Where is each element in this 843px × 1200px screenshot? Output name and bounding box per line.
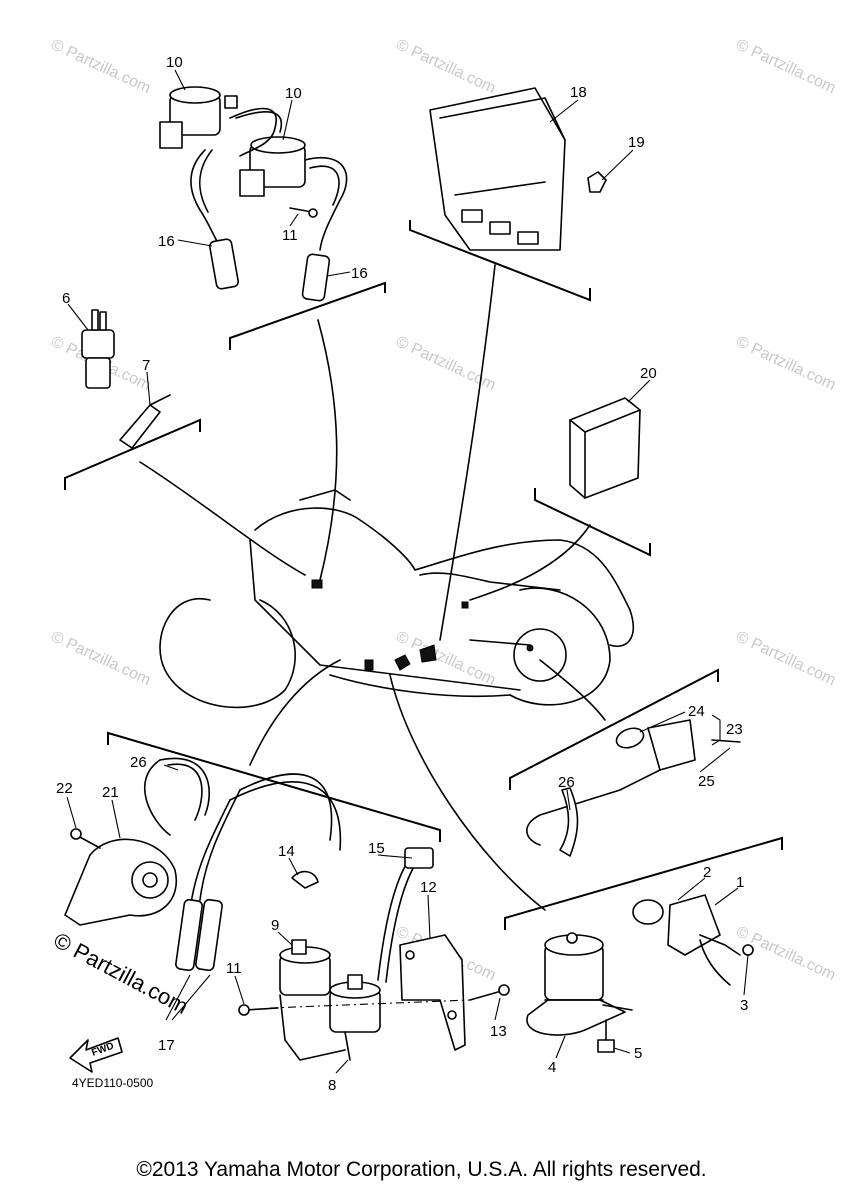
speed-sensor-group bbox=[509, 668, 741, 857]
relay-group bbox=[534, 397, 651, 557]
callout-6: 6 bbox=[62, 290, 70, 307]
callout-21: 21 bbox=[102, 784, 119, 801]
callouts: 10 10 16 11 16 18 19 6 7 20 24 23 25 26 … bbox=[56, 54, 749, 1094]
callout-2: 2 bbox=[703, 864, 711, 881]
callout-19: 19 bbox=[628, 134, 645, 151]
callout-26: 26 bbox=[130, 754, 147, 771]
callout-7: 7 bbox=[142, 357, 150, 374]
watermark: © Partzilla.com bbox=[48, 36, 153, 97]
horn-coil-group bbox=[64, 731, 510, 1061]
watermark: © Partzilla.com bbox=[48, 628, 153, 689]
callout-3: 3 bbox=[740, 997, 748, 1014]
callout-17: 17 bbox=[158, 1037, 175, 1054]
callout-4: 4 bbox=[548, 1059, 556, 1076]
callout-8: 8 bbox=[328, 1077, 336, 1094]
document-code: 4YED110-0500 bbox=[72, 1076, 153, 1090]
callout-23: 23 bbox=[726, 721, 743, 738]
callout-24: 24 bbox=[688, 703, 705, 720]
ignition-coil-group bbox=[159, 86, 386, 350]
callout-16: 16 bbox=[351, 265, 368, 282]
watermark: © Partzilla.com bbox=[733, 333, 838, 394]
motorcycle-outline bbox=[159, 489, 635, 709]
location-leaders bbox=[139, 264, 606, 911]
callout-25: 25 bbox=[698, 773, 715, 790]
cdi-unit-group bbox=[409, 87, 607, 302]
callout-20: 20 bbox=[640, 365, 657, 382]
watermark: © Partzilla.com bbox=[393, 36, 498, 97]
callout-15: 15 bbox=[368, 840, 385, 857]
switch-group bbox=[64, 309, 201, 490]
watermark: © Partzilla.com bbox=[733, 36, 838, 97]
callout-26: 26 bbox=[558, 774, 575, 791]
callout-10: 10 bbox=[285, 85, 302, 102]
callout-18: 18 bbox=[570, 84, 587, 101]
callout-12: 12 bbox=[420, 879, 437, 896]
servo-group bbox=[504, 836, 783, 1053]
callout-11: 11 bbox=[282, 227, 298, 244]
callout-22: 22 bbox=[56, 780, 73, 797]
callout-16: 16 bbox=[158, 233, 175, 250]
watermark: © Partzilla.com bbox=[733, 628, 838, 689]
callout-5: 5 bbox=[634, 1045, 642, 1062]
callout-9: 9 bbox=[271, 917, 279, 934]
partzilla-watermark: © Partzilla.com bbox=[50, 927, 193, 1019]
callout-1: 1 bbox=[736, 874, 744, 891]
callout-10: 10 bbox=[166, 54, 183, 71]
copyright-notice: ©2013 Yamaha Motor Corporation, U.S.A. A… bbox=[136, 1158, 707, 1181]
callout-14: 14 bbox=[278, 843, 295, 860]
callout-13: 13 bbox=[490, 1023, 507, 1040]
fwd-arrow-icon: FWD bbox=[69, 1037, 123, 1073]
callout-11: 11 bbox=[226, 960, 242, 977]
